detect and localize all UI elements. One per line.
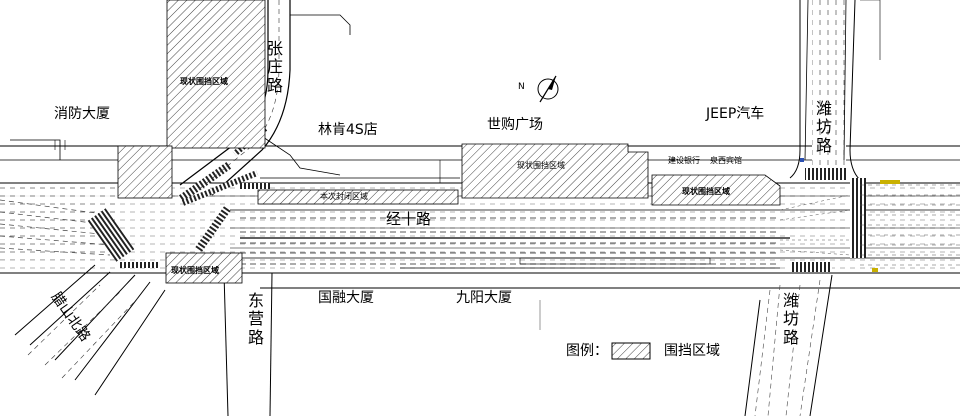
enclosure-zones [117, 0, 781, 284]
north-arrow-icon [537, 75, 559, 103]
zone-label-existing-2: 现状围挡区域 [517, 161, 565, 170]
label-shigou: 世购广场 [487, 117, 543, 133]
legend-label: 围挡区域 [664, 343, 720, 359]
label-xiaofang: 消防大厦 [54, 106, 110, 122]
road-jingshi: 经十路 [386, 210, 432, 228]
zone-label-existing-3: 现状围挡区域 [682, 187, 730, 196]
existing-zone-center [461, 143, 649, 199]
existing-zone-top [166, 0, 266, 149]
current-closure-zone [257, 189, 459, 205]
road-weifang-south: 潍坊路 [782, 291, 799, 347]
existing-zone-left [117, 145, 173, 199]
label-jianshe: 建设银行 [668, 156, 700, 165]
zone-label-existing-4: 现状围挡区域 [171, 266, 219, 275]
existing-zone-bottom [165, 252, 243, 284]
left-intersection [0, 139, 270, 396]
zone-label-existing-1: 现状围挡区域 [180, 77, 228, 86]
legend-prefix: 图例： [566, 343, 608, 359]
zone-label-current: 本次封闭区域 [320, 192, 368, 201]
road-zhangzhuang: 张庄路 [266, 39, 283, 95]
label-jeep: JEEP汽车 [706, 106, 765, 122]
road-weifang-north: 潍坊路 [815, 99, 832, 155]
road-dongying: 东营路 [247, 291, 264, 347]
label-jiuyang: 九阳大厦 [456, 290, 512, 306]
legend-swatch [611, 342, 651, 360]
existing-zone-right [651, 174, 781, 206]
dongying-road [223, 272, 273, 416]
site-outlines [40, 145, 541, 330]
label-guorong: 国融大厦 [318, 290, 374, 306]
label-quanxi: 泉西宾馆 [710, 156, 742, 165]
compass-letter: N [518, 82, 525, 92]
weifang-road [744, 0, 960, 416]
label-linken: 林肯4S店 [318, 122, 378, 138]
